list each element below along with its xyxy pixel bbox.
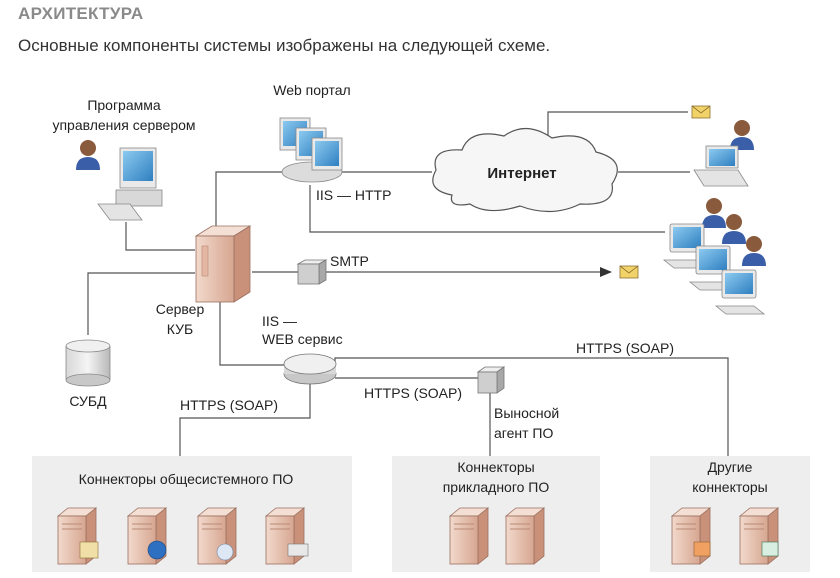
page-title: АРХИТЕКТУРА: [18, 4, 144, 23]
https-soap-label-right: HTTPS (SOAP): [576, 340, 674, 356]
user-workstations-icon: [663, 198, 766, 315]
applied-connectors-title-2: прикладного ПО: [443, 479, 550, 495]
dbms-label: СУБД: [69, 393, 107, 409]
mail-envelope-icon-2: [619, 265, 639, 279]
other-connectors-title-2: коннекторы: [692, 479, 768, 495]
agent-label-2: агент ПО: [494, 425, 553, 441]
server-label-2: КУБ: [167, 321, 193, 337]
iis-web-label-1: IIS —: [262, 313, 297, 329]
web-portal-label: Web портал: [273, 82, 350, 98]
admin-workstation-icon: [76, 140, 163, 221]
mail-envelope-icon: [691, 105, 711, 119]
remote-agent-icon: [476, 366, 506, 394]
page-subtitle: Основные компоненты системы изображены н…: [18, 36, 551, 55]
connectors-applied-box: [392, 456, 600, 572]
other-connector-servers: [671, 507, 779, 565]
iis-http-label: IIS — HTTP: [316, 187, 391, 203]
kub-server-icon: [194, 225, 252, 303]
smtp-box-icon: [296, 259, 328, 285]
dbms-cylinder-icon: [65, 339, 111, 387]
iis-web-service-icon: [283, 353, 337, 385]
admin-label-1: Программа: [87, 97, 161, 113]
agent-label-1: Выносной: [494, 405, 559, 421]
other-connectors-title-1: Другие: [708, 459, 753, 475]
smtp-label: SMTP: [330, 253, 369, 269]
remote-user-laptop-icon: [693, 120, 754, 187]
admin-label-2: управления сервером: [52, 117, 195, 133]
system-connectors-title: Коннекторы общесистемного ПО: [79, 471, 294, 487]
https-soap-label-left: HTTPS (SOAP): [180, 397, 278, 413]
internet-cloud-icon: [432, 127, 618, 213]
iis-web-label-2: WEB сервис: [262, 331, 343, 347]
internet-label: Интернет: [487, 165, 556, 182]
web-portal-icon: [279, 117, 343, 183]
server-label-1: Сервер: [156, 301, 205, 317]
https-soap-label-mid: HTTPS (SOAP): [364, 385, 462, 401]
applied-connectors-title-1: Коннекторы: [457, 459, 534, 475]
system-connector-servers: [57, 507, 309, 565]
